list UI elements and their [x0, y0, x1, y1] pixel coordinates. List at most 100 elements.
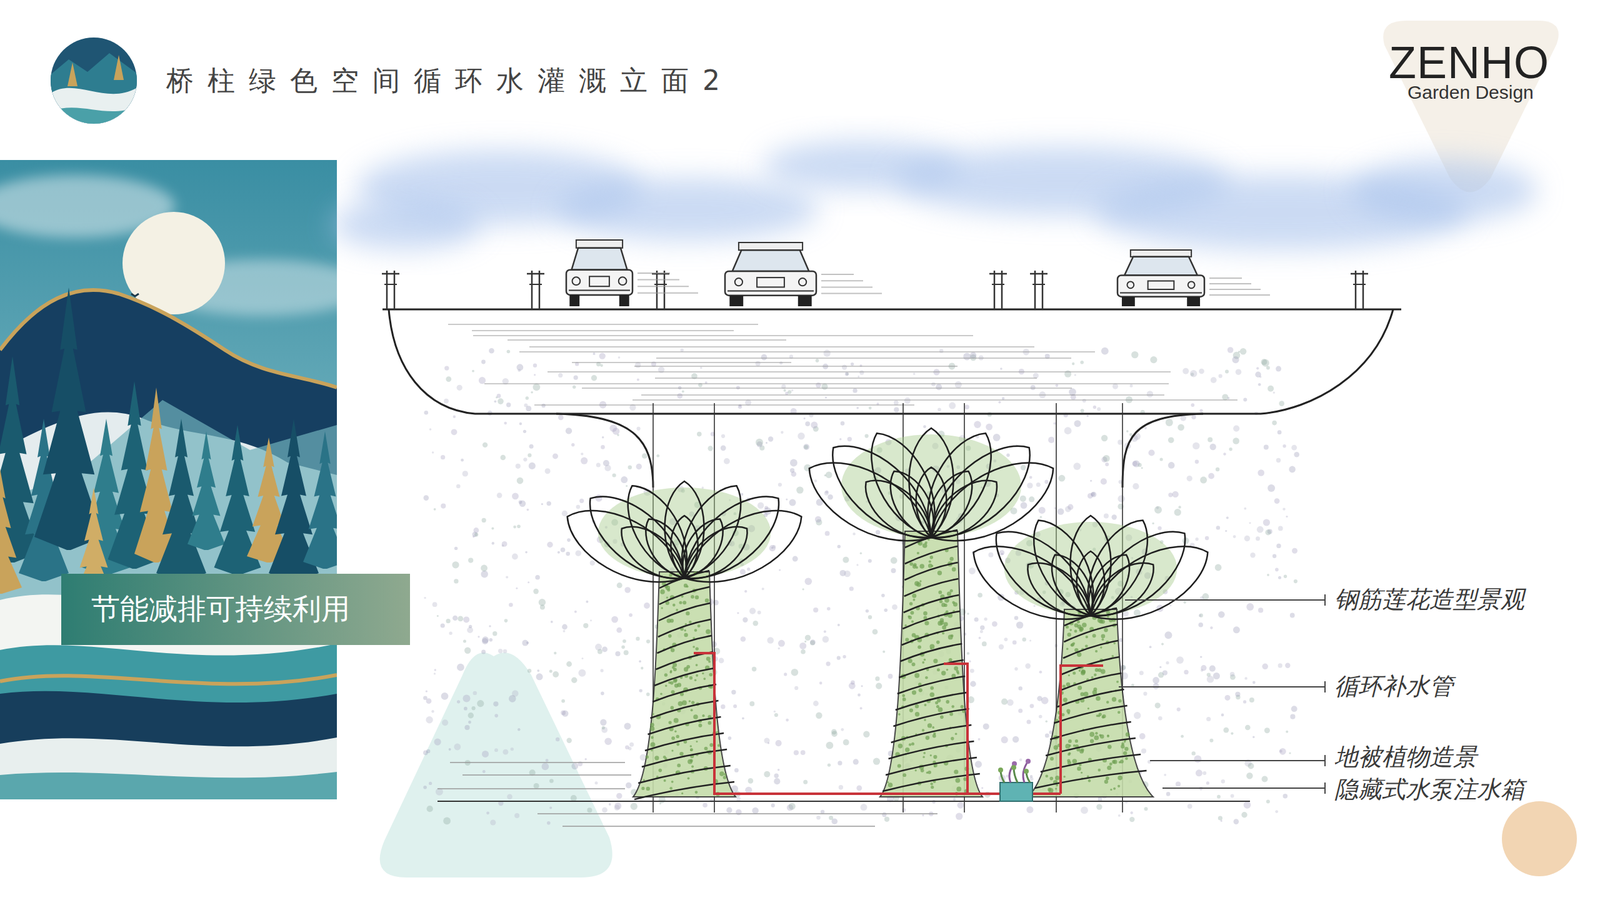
- trunk-dot: [936, 705, 940, 709]
- speckle-dot: [839, 438, 842, 440]
- speckle-dot: [616, 627, 622, 634]
- speckle-dot: [810, 639, 816, 645]
- trunk-dot: [1117, 775, 1123, 781]
- speckle-dot: [600, 691, 605, 696]
- callout-label: 循环补水管: [1334, 673, 1454, 700]
- trunk-spiral: [650, 700, 719, 719]
- speckle-dot: [1073, 462, 1081, 470]
- speckle-dot: [620, 476, 628, 484]
- speckle-dot: [1161, 643, 1164, 646]
- trunk-dot: [679, 751, 684, 756]
- leader-tick: [1324, 594, 1326, 606]
- pier-flare: [556, 413, 654, 488]
- speckle-dot: [517, 728, 520, 731]
- speckle-dot: [1157, 526, 1162, 530]
- trunk-spiral: [901, 627, 962, 645]
- trunk-dot: [1063, 697, 1068, 702]
- speckle-dot: [825, 531, 830, 537]
- speckle-dot: [771, 803, 775, 808]
- plant-flower: [998, 767, 1004, 773]
- speckle-dot: [1038, 506, 1046, 514]
- speckle-dot: [1030, 703, 1035, 709]
- speckle-dot: [423, 596, 426, 599]
- speckle-dot: [1045, 733, 1050, 739]
- speckle-dot: [1261, 663, 1269, 670]
- leader-line: [1118, 686, 1325, 688]
- trunk-dot: [641, 786, 645, 790]
- trunk-dot: [1101, 638, 1105, 641]
- speckle-dot: [615, 651, 620, 657]
- speckle-dot: [773, 710, 776, 713]
- speckle-dot: [1082, 398, 1087, 403]
- speckle-dot: [1193, 755, 1202, 764]
- trunk-dot: [948, 658, 953, 662]
- art-shape: [0, 290, 337, 800]
- speckle-dot: [510, 747, 514, 751]
- speckle-dot: [799, 642, 807, 650]
- trunk-dot: [915, 711, 920, 717]
- speckle-dot: [893, 407, 899, 413]
- speckle-dot: [763, 771, 770, 778]
- speckle-dot: [825, 471, 833, 479]
- trunk-dot: [1103, 628, 1109, 633]
- speckle-dot: [550, 620, 554, 624]
- speckle-dot: [1171, 491, 1179, 498]
- speckle-dot: [849, 586, 854, 591]
- speckle-dot: [1012, 640, 1017, 645]
- speckle-dot: [624, 722, 632, 730]
- speckle-dot: [481, 649, 486, 654]
- speckle-dot: [913, 372, 916, 375]
- speckle-dot: [1001, 396, 1005, 400]
- trunk-spiral: [903, 595, 960, 613]
- speckle-dot: [1192, 442, 1200, 450]
- trunk-dot: [1095, 668, 1099, 672]
- trunk-dot: [956, 671, 960, 675]
- speckle-dot: [731, 690, 736, 695]
- speckle-dot: [591, 375, 597, 381]
- speckle-dot: [1190, 370, 1197, 377]
- speckle-dot: [468, 558, 474, 564]
- lotus-tree: [567, 481, 802, 800]
- speckle-dot: [1221, 713, 1225, 717]
- water-pipes: [693, 653, 1104, 794]
- speckle-dot: [1249, 521, 1252, 524]
- speckle-dot: [1014, 616, 1019, 621]
- speckle-dot: [1199, 613, 1204, 618]
- car-grille: [756, 277, 785, 287]
- speckle-dot: [804, 640, 807, 643]
- speckle-dot: [1004, 637, 1009, 642]
- trunk-dot: [1101, 714, 1106, 719]
- speckle-dot: [824, 491, 829, 496]
- trunk-dot: [908, 615, 912, 620]
- speckle-dot: [516, 525, 521, 529]
- speckle-dot: [1261, 359, 1270, 367]
- speckle-dot: [480, 565, 488, 572]
- hatch-line: [656, 357, 1072, 359]
- speckle-dot: [1209, 738, 1214, 743]
- speckle-dot: [744, 590, 747, 593]
- speckle-dot: [1131, 460, 1138, 467]
- speckle-dot: [1132, 483, 1139, 490]
- speckle-dot: [1163, 773, 1167, 777]
- speckle-dot: [443, 817, 451, 825]
- speed-line: [637, 272, 670, 274]
- speckle-dot: [638, 660, 642, 663]
- speckle-dot: [609, 424, 617, 432]
- speckle-dot: [545, 468, 551, 474]
- car-wheel: [729, 295, 744, 307]
- speckle-dot: [735, 809, 742, 816]
- speckle-dot: [774, 773, 779, 779]
- ground-line: [562, 825, 875, 827]
- car-wheel: [569, 295, 580, 307]
- speckle-dot: [810, 421, 818, 429]
- trunk-dot: [918, 688, 923, 692]
- trunk-dot: [1068, 739, 1072, 744]
- trunk-dot: [1121, 742, 1125, 746]
- speckle-dot: [453, 743, 461, 751]
- speckle-dot: [1044, 480, 1049, 484]
- speckle-dot: [482, 770, 486, 774]
- speckle-dot: [491, 527, 494, 530]
- speckle-dot: [1243, 507, 1247, 510]
- lotus-petal: [916, 467, 947, 538]
- trunk-dot: [1077, 685, 1082, 690]
